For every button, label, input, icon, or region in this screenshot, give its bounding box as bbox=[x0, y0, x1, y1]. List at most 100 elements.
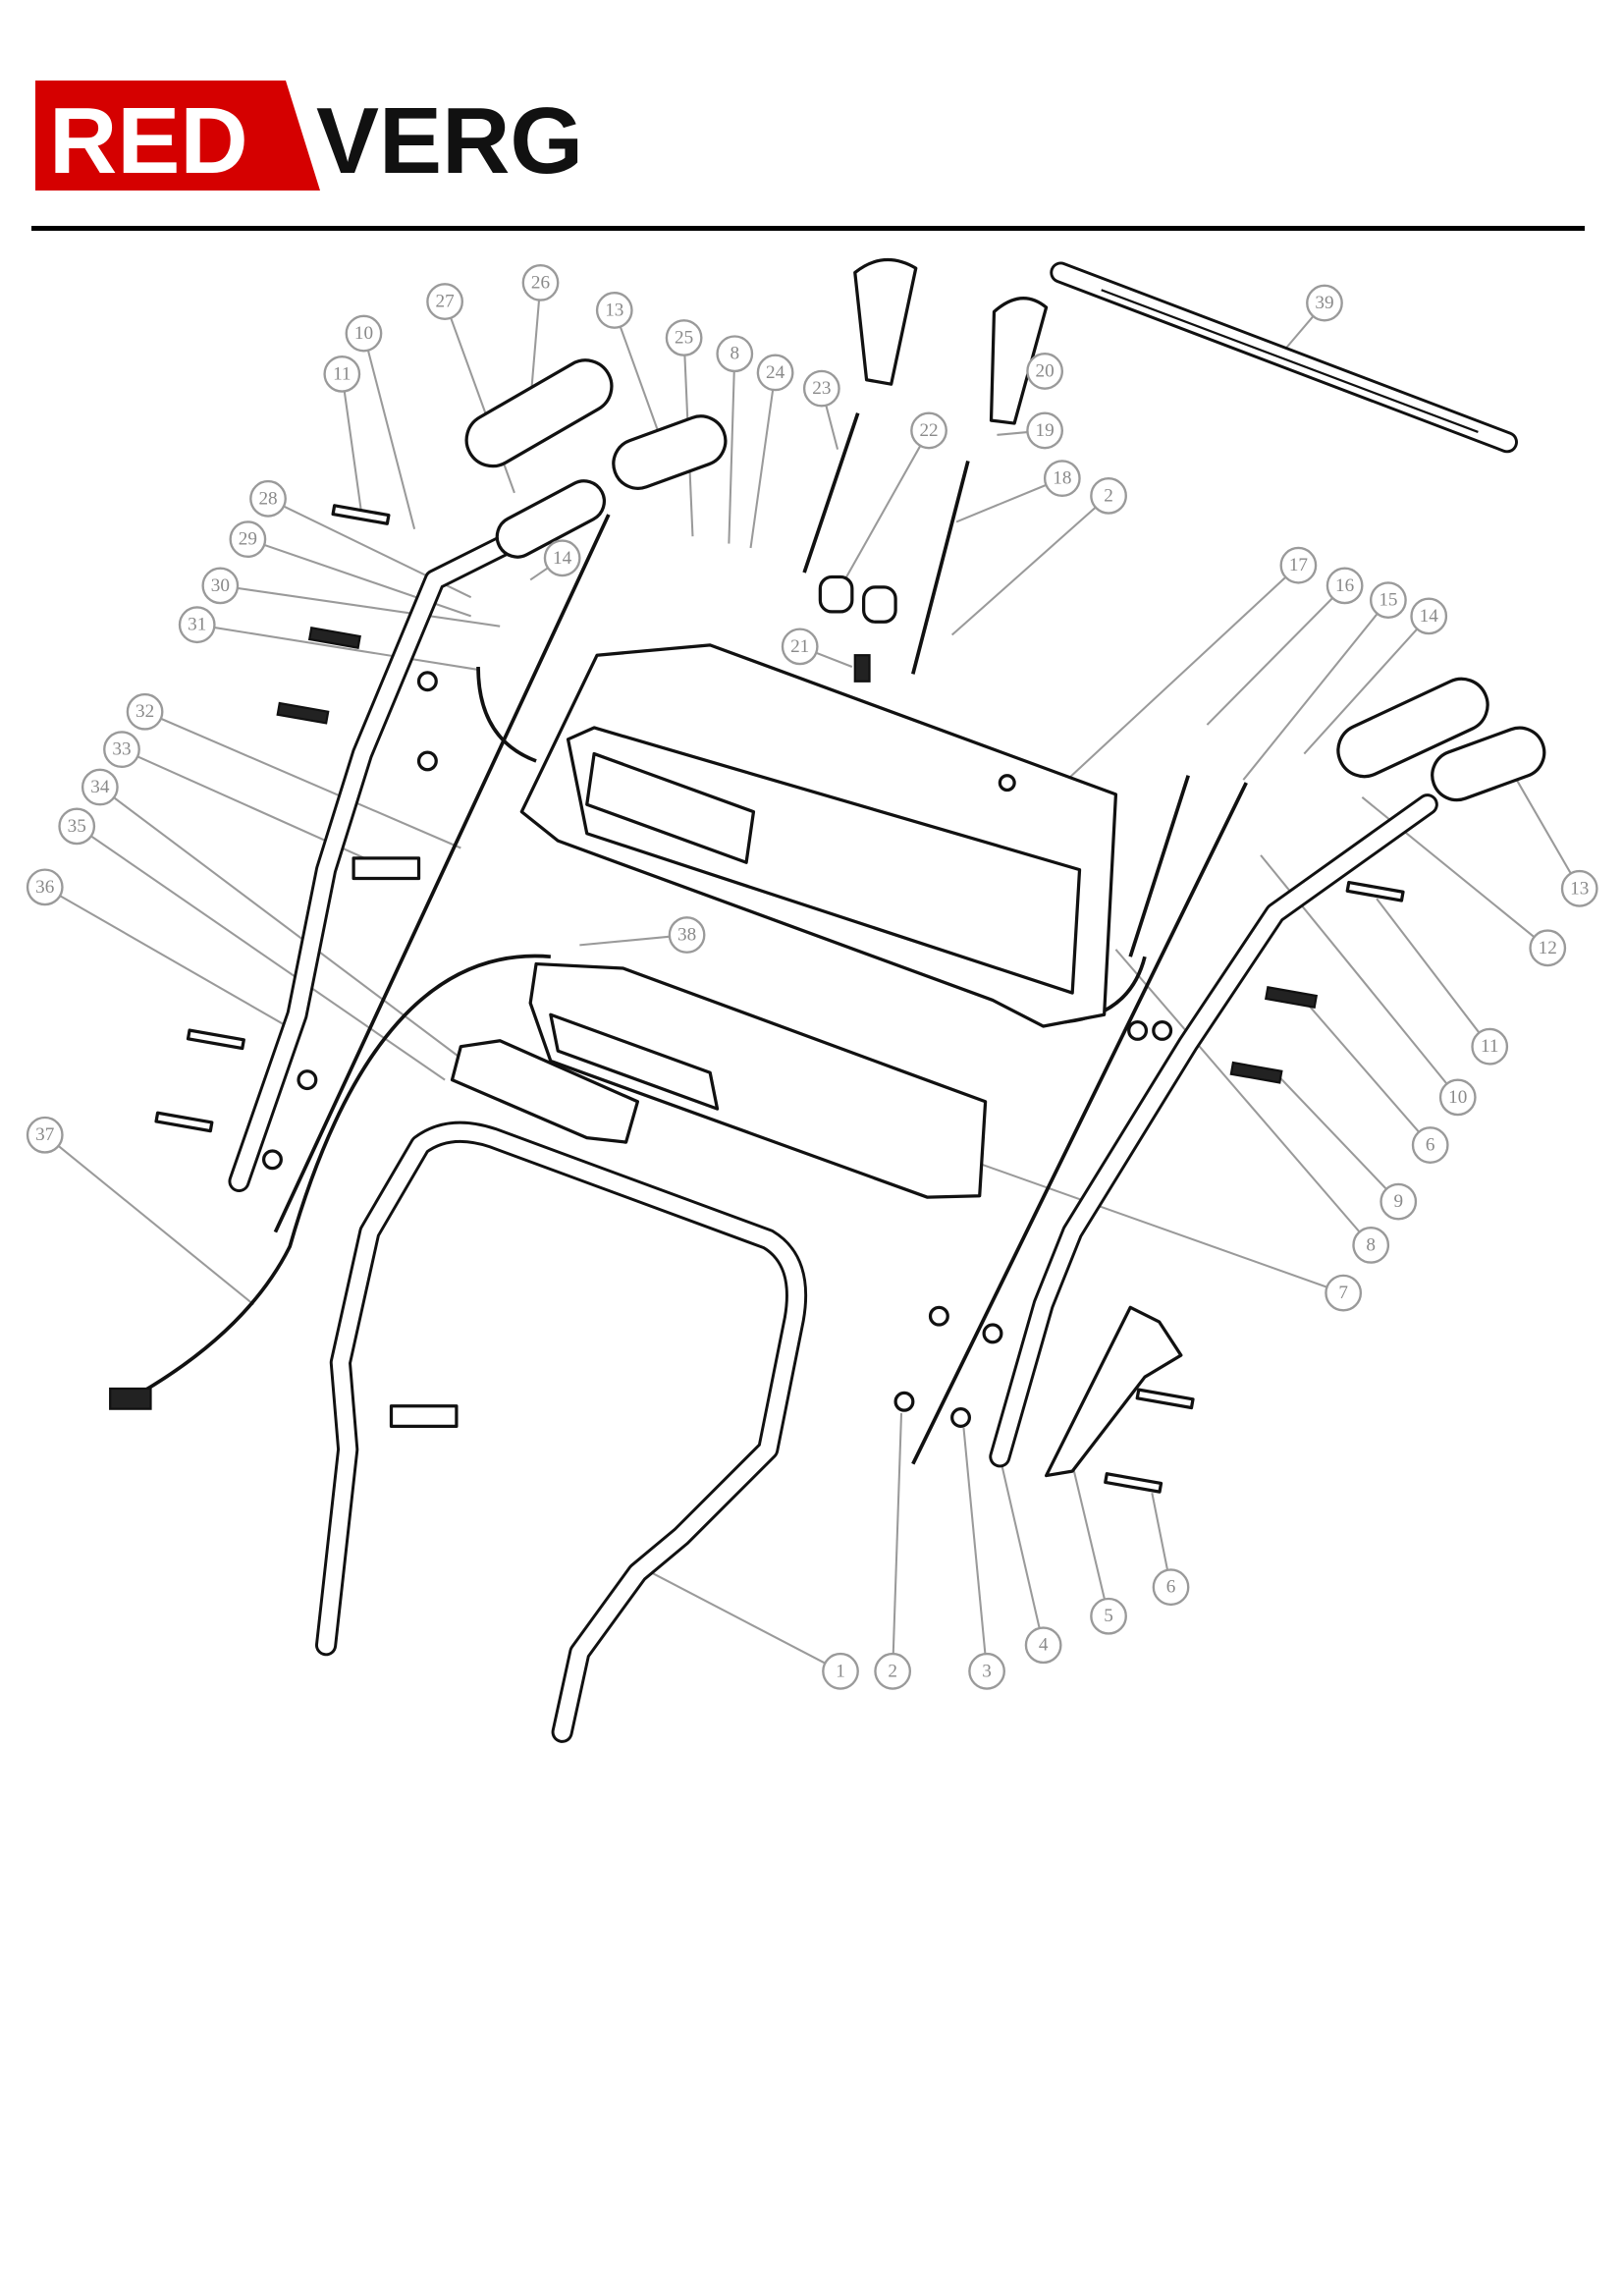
callout-number: 18 bbox=[1053, 468, 1071, 489]
callout-part-22: 22 bbox=[910, 411, 947, 450]
leader-line bbox=[99, 786, 461, 1060]
leader-line bbox=[843, 429, 930, 580]
callout-part-26: 26 bbox=[521, 264, 560, 301]
leader-line bbox=[927, 1144, 1344, 1294]
lower-console bbox=[528, 961, 988, 1199]
callout-part-28: 28 bbox=[249, 479, 287, 518]
callout-part-21: 21 bbox=[781, 628, 819, 666]
callout-part-6: 6 bbox=[1152, 1568, 1190, 1607]
callout-number: 30 bbox=[211, 575, 230, 596]
callout-number: 37 bbox=[35, 1124, 55, 1145]
callout-number: 11 bbox=[333, 363, 351, 384]
leader-line bbox=[341, 373, 363, 519]
callout-number: 1 bbox=[836, 1661, 845, 1681]
callout-part-5: 5 bbox=[1090, 1597, 1127, 1635]
callout-part-2: 2 bbox=[874, 1652, 912, 1690]
callout-number: 12 bbox=[1539, 938, 1557, 958]
leader-line bbox=[44, 1133, 254, 1306]
callout-number: 29 bbox=[239, 529, 257, 550]
light-bar bbox=[450, 1039, 640, 1144]
callout-number: 34 bbox=[90, 777, 110, 797]
leader-line bbox=[362, 333, 416, 530]
callout-part-8: 8 bbox=[716, 335, 754, 373]
leader-line bbox=[999, 1456, 1045, 1646]
callout-part-3: 3 bbox=[968, 1652, 1005, 1690]
leader-line bbox=[44, 886, 298, 1033]
leader-line bbox=[196, 624, 479, 671]
callout-number: 13 bbox=[605, 300, 623, 320]
svg-text:VERG: VERG bbox=[316, 88, 583, 191]
leader-line bbox=[1071, 1463, 1110, 1616]
callout-part-14: 14 bbox=[543, 539, 581, 577]
callout-number: 39 bbox=[1315, 293, 1333, 313]
callout-part-27: 27 bbox=[426, 283, 463, 320]
leader-line bbox=[636, 1564, 841, 1672]
callout-part-38: 38 bbox=[668, 916, 706, 954]
control-cables bbox=[129, 514, 1248, 1465]
callout-part-17: 17 bbox=[1279, 546, 1318, 584]
callout-part-13: 13 bbox=[1560, 869, 1598, 907]
callout-number: 32 bbox=[135, 701, 154, 722]
callout-number: 20 bbox=[1036, 360, 1055, 381]
callout-number: 6 bbox=[1166, 1577, 1176, 1598]
callout-number: 33 bbox=[112, 739, 131, 760]
callout-part-32: 32 bbox=[126, 692, 164, 731]
callout-number: 16 bbox=[1335, 575, 1355, 596]
callout-part-1: 1 bbox=[822, 1652, 859, 1690]
leader-line bbox=[950, 495, 1109, 636]
callout-part-4: 4 bbox=[1024, 1626, 1062, 1665]
callout-part-14: 14 bbox=[1410, 597, 1448, 635]
crossbar bbox=[1050, 261, 1518, 454]
callout-part-19: 19 bbox=[1026, 411, 1064, 450]
callout-part-6: 6 bbox=[1411, 1126, 1449, 1164]
callout-number: 7 bbox=[1338, 1283, 1348, 1303]
leader-line bbox=[1303, 999, 1432, 1146]
callout-part-13: 13 bbox=[595, 292, 633, 329]
callout-part-11: 11 bbox=[323, 355, 361, 393]
hardware bbox=[109, 504, 1405, 1494]
callout-part-36: 36 bbox=[26, 868, 64, 906]
callout-number: 5 bbox=[1104, 1606, 1113, 1626]
handle-upright-right bbox=[989, 793, 1438, 1468]
callout-number: 31 bbox=[188, 615, 206, 635]
shift-levers bbox=[802, 257, 1049, 683]
callout-part-39: 39 bbox=[1306, 284, 1343, 322]
callout-number: 28 bbox=[258, 488, 277, 509]
leader-line bbox=[955, 477, 1063, 523]
callout-part-10: 10 bbox=[1438, 1078, 1477, 1117]
callout-part-31: 31 bbox=[178, 606, 216, 644]
callout-number: 10 bbox=[354, 323, 373, 344]
svg-text:RED: RED bbox=[49, 88, 248, 191]
leader-line bbox=[1274, 1071, 1399, 1203]
callout-part-18: 18 bbox=[1043, 460, 1081, 498]
callout-number: 10 bbox=[1448, 1087, 1467, 1108]
callout-number: 27 bbox=[436, 292, 456, 312]
callout-part-35: 35 bbox=[58, 807, 96, 846]
callout-number: 23 bbox=[812, 378, 831, 399]
callout-number: 9 bbox=[1393, 1191, 1403, 1212]
leader-line bbox=[1376, 898, 1491, 1048]
leader-line bbox=[144, 710, 461, 849]
callout-number: 3 bbox=[982, 1661, 992, 1681]
callout-number: 8 bbox=[730, 344, 739, 364]
callout-part-15: 15 bbox=[1370, 581, 1407, 620]
leader-line bbox=[892, 1413, 903, 1671]
callout-number: 6 bbox=[1426, 1135, 1435, 1156]
dashboard-panel bbox=[519, 643, 1118, 1028]
leader-line bbox=[1039, 564, 1300, 805]
callout-part-34: 34 bbox=[81, 768, 119, 806]
callout-number: 8 bbox=[1366, 1234, 1376, 1255]
callout-part-37: 37 bbox=[26, 1116, 64, 1154]
callout-part-11: 11 bbox=[1471, 1027, 1509, 1066]
leader-line bbox=[962, 1427, 989, 1671]
callout-number: 35 bbox=[68, 816, 86, 837]
callout-number: 4 bbox=[1039, 1635, 1049, 1656]
leader-line bbox=[220, 584, 501, 628]
callout-part-29: 29 bbox=[229, 520, 267, 559]
callout-part-23: 23 bbox=[802, 369, 840, 408]
callout-part-16: 16 bbox=[1325, 567, 1364, 605]
leader-line bbox=[613, 309, 661, 436]
redverg-logo: RED VERG bbox=[35, 81, 583, 191]
grips bbox=[464, 358, 1546, 802]
handle-frame-lower bbox=[315, 1121, 808, 1743]
